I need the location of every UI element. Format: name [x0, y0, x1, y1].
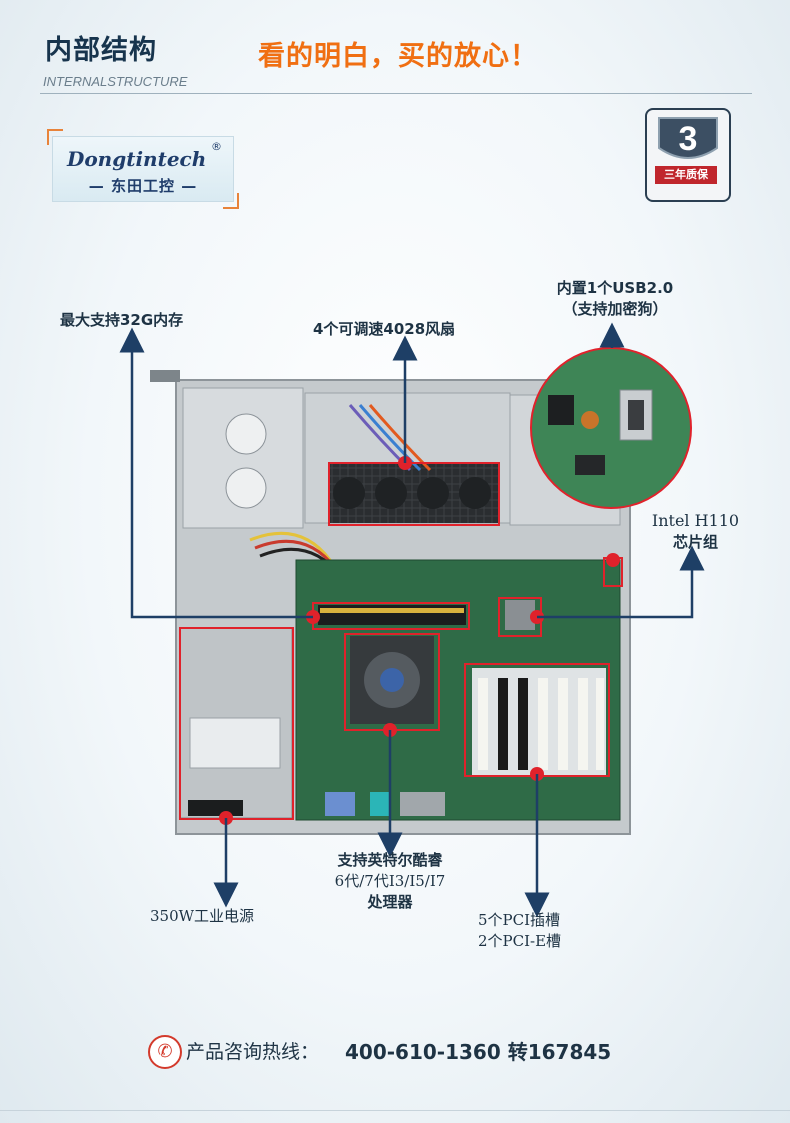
- contact-hotline: ✆ 产品咨询热线： 400-610-1360 转167845: [148, 1034, 648, 1070]
- logo-chinese-name: — 东田工控 —: [88, 177, 198, 195]
- warranty-caption: 三年质保: [655, 166, 717, 184]
- chipset-label-line2: 芯片组: [672, 533, 718, 551]
- slogan: 看的明白，买的放心！: [258, 41, 538, 72]
- memory-arrow: [119, 327, 313, 619]
- shield-icon: 3: [658, 117, 718, 159]
- cpu-label-line3: 处理器: [367, 893, 413, 911]
- logo-brand-name: Dongtintech: [67, 147, 207, 171]
- brand-logo: Dongtintech ® — 东田工控 —: [47, 129, 239, 209]
- pci-label-line1: 5个PCI插槽: [478, 911, 561, 929]
- logo-corner-top-left: [47, 129, 63, 145]
- chipset-label-line1: Intel H110: [651, 511, 740, 530]
- chipset-arrow: [537, 545, 705, 619]
- pci-label-line2: 2个PCI-E槽: [478, 932, 562, 950]
- warranty-number: 3: [679, 120, 698, 158]
- red-markers: [219, 456, 620, 825]
- hotline-number: 400-610-1360 转167845: [345, 1040, 612, 1064]
- hotline-label: 产品咨询热线：: [186, 1041, 320, 1063]
- power-supply: [179, 627, 293, 819]
- psu-label: 350W工业电源: [150, 907, 255, 925]
- cpu-label-line2: 6代/7代I3/I5/I7: [334, 872, 446, 890]
- usb-label-line1: 内置1个USB2.0: [556, 279, 674, 297]
- memory-label: 最大支持32G内存: [60, 311, 184, 329]
- fan-label: 4个可调速4028风扇: [313, 320, 456, 338]
- page-title: 内部结构: [45, 35, 157, 66]
- logo-registered-mark: ®: [211, 140, 222, 153]
- usb-label-line2: （支持加密狗）: [562, 300, 668, 318]
- header-divider: [40, 93, 752, 94]
- warranty-badge: 3 三年质保: [645, 108, 731, 202]
- page-subtitle: INTERNALSTRUCTURE: [43, 74, 188, 89]
- logo-corner-bottom-right: [223, 193, 239, 209]
- cpu-label-line1: 支持英特尔酷睿: [337, 851, 443, 869]
- leader-lines: [119, 322, 705, 918]
- usb-zoom-callout: [530, 347, 692, 509]
- fan-row: [328, 463, 498, 523]
- footer-divider: [0, 1110, 790, 1111]
- phone-icon: ✆: [148, 1035, 182, 1069]
